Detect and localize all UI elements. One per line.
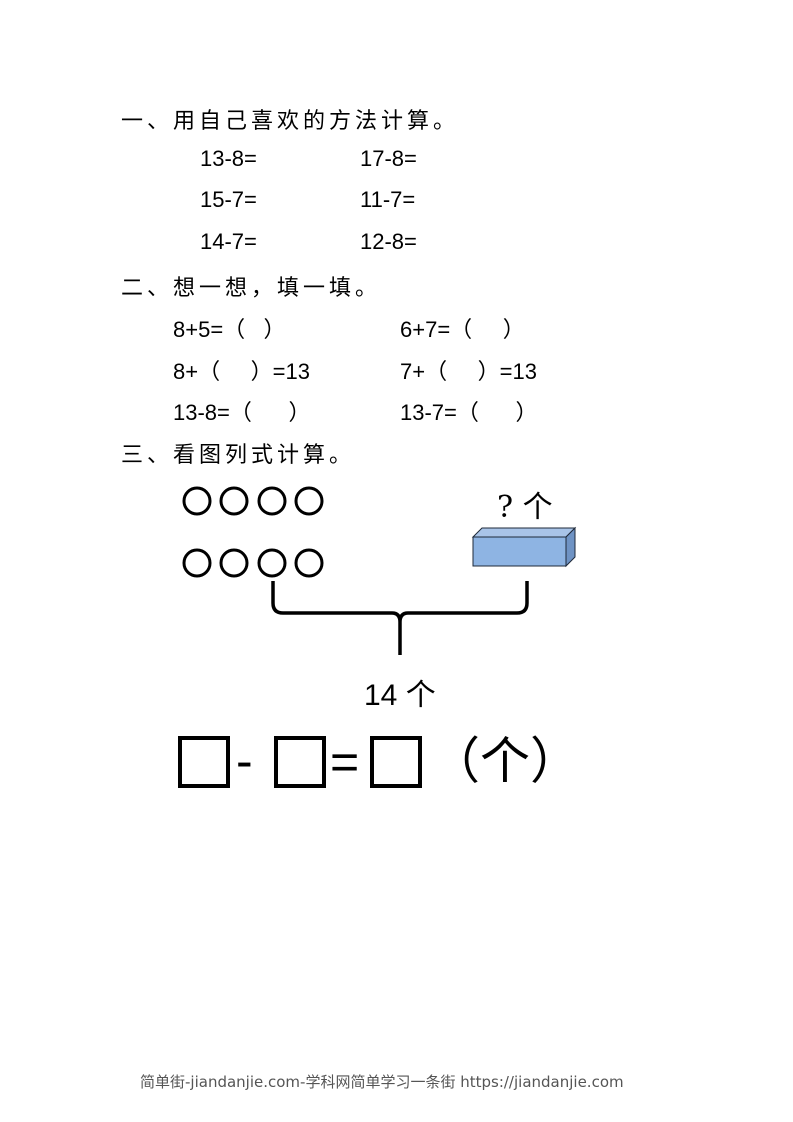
answer-box-1: [178, 736, 230, 788]
fill-problem-2: 6+7=（ ）: [400, 317, 525, 342]
circle-icon: [257, 486, 287, 516]
footer-text: 简单街-jiandanjie.com-学科网简单学习一条街 https://ji…: [140, 1073, 624, 1091]
equals-sign: =: [330, 734, 360, 790]
problem-1-2: 17-8=: [360, 146, 417, 171]
problem-1-1: 13-8=: [200, 146, 257, 171]
answer-box-3: [370, 736, 422, 788]
problem-1-6: 12-8=: [360, 229, 417, 254]
unknown-label: ? 个: [497, 490, 553, 525]
section3-title: 三、看图列式计算。: [121, 443, 356, 468]
brace-shape: [271, 581, 529, 655]
problem-1-5: 14-7=: [200, 229, 257, 254]
minus-sign: -: [236, 733, 253, 789]
circle-icon: [219, 486, 249, 516]
circles-group: [182, 486, 324, 578]
unit-label: （个）: [430, 732, 580, 790]
equation-boxes: [178, 736, 422, 788]
circle-icon: [294, 486, 324, 516]
answer-box-2: [274, 736, 326, 788]
circle-icon: [294, 548, 324, 578]
fill-problem-4: 7+（ ）=13: [400, 359, 537, 384]
circle-icon: [219, 548, 249, 578]
circle-icon: [182, 486, 212, 516]
fill-problem-1: 8+5=（ ）: [173, 317, 286, 342]
fill-problem-5: 13-8=（ ）: [173, 400, 311, 425]
fill-problem-6: 13-7=（ ）: [400, 400, 538, 425]
problem-1-3: 15-7=: [200, 187, 257, 212]
circle-icon: [257, 548, 287, 578]
section1-title: 一、用自己喜欢的方法计算。: [121, 109, 460, 134]
section2-title: 二、想一想，填一填。: [121, 276, 382, 301]
fill-problem-3: 8+（ ）=13: [173, 359, 310, 384]
box-shape: [471, 526, 577, 568]
problem-1-4: 11-7=: [360, 187, 416, 212]
total-label: 14 个: [364, 679, 436, 712]
circle-icon: [182, 548, 212, 578]
